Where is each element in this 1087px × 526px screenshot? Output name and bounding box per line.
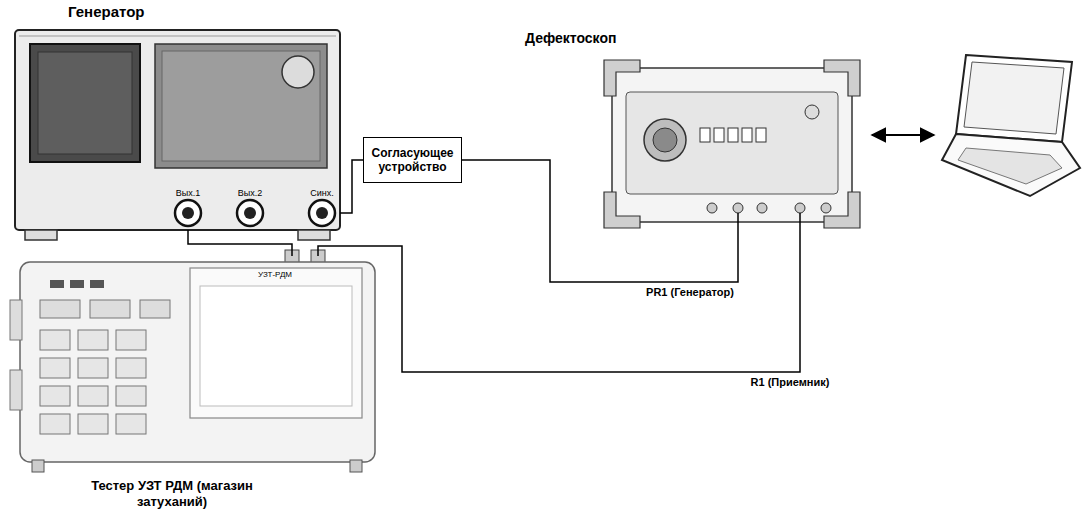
generator-illustration (15, 30, 340, 240)
device-title: Генератор (68, 3, 144, 21)
device-title: Дефектоскоп (525, 30, 616, 47)
port-label: Вых.1 (176, 188, 200, 199)
connector-wire (188, 230, 292, 256)
port-label: Вых.2 (238, 188, 262, 199)
generator-device: ГенераторВых.1Вых.2Синх. (15, 30, 340, 230)
screen-label: УЗТ-РДМ (258, 270, 292, 280)
connector-wire (340, 160, 363, 213)
connector-wire (318, 232, 800, 372)
port-label: Синх. (310, 188, 334, 199)
wire-label: R1 (Приемник) (749, 376, 832, 389)
box-label: Согласующее устройство (371, 146, 453, 175)
laptop-illustration (872, 55, 1080, 196)
device-caption: Тестер УЗТ РДМ (магазин затуханий) (87, 478, 257, 509)
flaw-detector-illustration (604, 60, 860, 232)
attenuator-tester-device: УЗТ-РДМТестер УЗТ РДМ (магазин затуханий… (15, 256, 380, 470)
tester-illustration (10, 250, 375, 472)
wire-label: PR1 (Генератор) (644, 286, 736, 299)
flaw-detector-device: Дефектоскоп (600, 55, 865, 232)
matching-device-box: Согласующее устройство (363, 137, 462, 183)
connector-wire (462, 160, 738, 282)
